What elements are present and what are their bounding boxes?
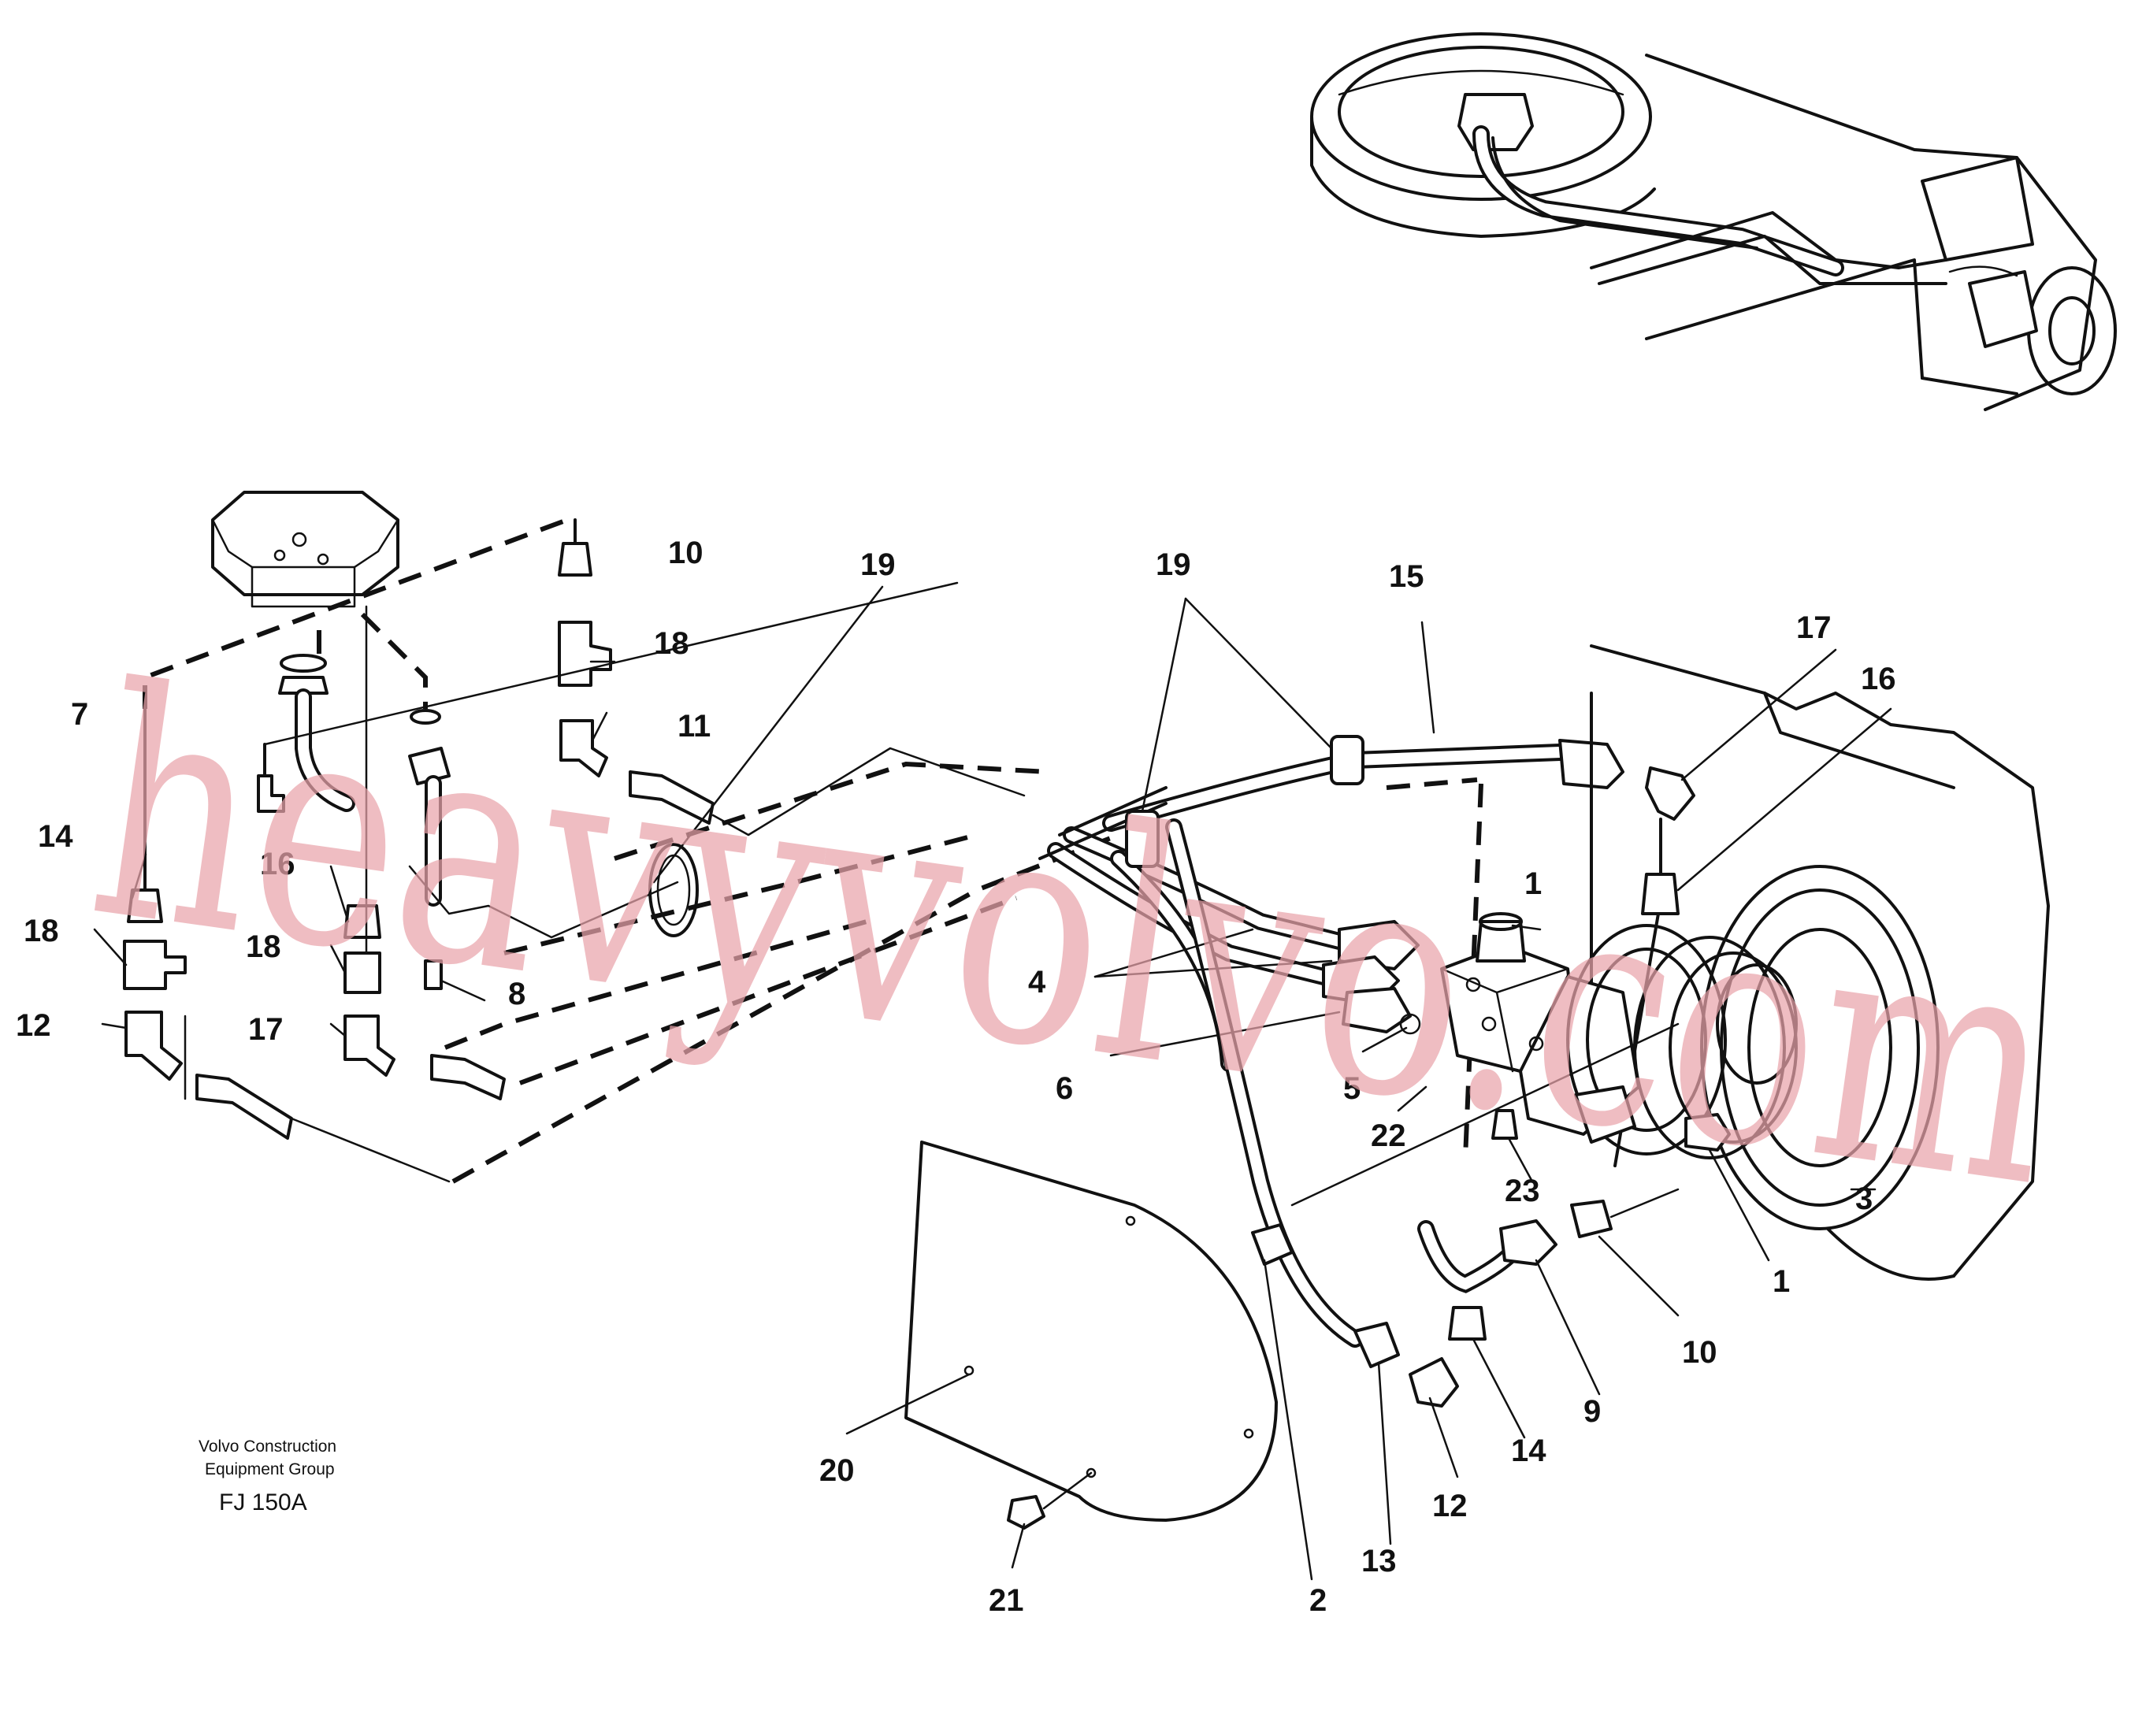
callout-9: 9 [1583,1394,1601,1429]
callout-21: 21 [989,1583,1024,1618]
callout-10-right: 10 [1682,1335,1717,1370]
callout-18-center: 18 [246,929,281,964]
callout-11: 11 [678,709,711,744]
callout-14-bottom: 14 [1511,1434,1546,1468]
callout-12-bottom: 12 [1432,1489,1468,1523]
callout-1-motor: 1 [1524,866,1542,901]
thin-connection-lines [184,605,1026,1183]
caption-code: FJ 150A [219,1489,307,1515]
callout-16-right: 16 [1861,662,1896,696]
callout-20: 20 [819,1453,855,1488]
callout-18-left: 18 [24,914,59,948]
callout-14-left: 14 [38,819,73,854]
callout-19-left: 19 [860,547,896,582]
callout-1-hub: 1 [1773,1264,1790,1299]
caption-company-line2: Equipment Group [205,1460,335,1478]
callout-17-left: 17 [248,1012,284,1047]
left-fittings [123,518,715,1140]
leader-lines [93,581,1892,1581]
callout-23: 23 [1505,1174,1540,1208]
motor-fittings [1251,1022,1680,1408]
callout-18-top: 18 [654,626,689,661]
callout-17-right: 17 [1796,610,1832,645]
callout-12-left: 12 [16,1008,51,1043]
callout-10-top: 10 [668,536,704,570]
callout-labels: 1 1 2 3 4 5 6 7 8 9 10 10 11 12 12 13 14… [16,536,1896,1618]
callout-7: 7 [71,697,88,732]
callout-3: 3 [1855,1181,1873,1216]
tank-assembly [211,491,451,990]
callout-5: 5 [1343,1071,1361,1106]
callout-13: 13 [1361,1544,1397,1578]
callout-4: 4 [1028,965,1046,1000]
caption-block: Volvo Construction Equipment Group FJ 15… [199,1437,336,1515]
cover-plate [904,1141,1278,1530]
callout-15: 15 [1389,559,1424,594]
hydraulic-motor [1440,912,1798,1159]
callout-19-center: 19 [1156,547,1191,582]
inset-overview-illustration [1310,32,2117,411]
callout-8: 8 [508,977,525,1011]
callout-16-left: 16 [260,847,295,881]
callout-22: 22 [1371,1118,1406,1153]
callout-2: 2 [1309,1583,1327,1618]
dashed-connection-lines [143,517,1483,1184]
callout-6: 6 [1056,1071,1073,1106]
hydraulic-hoses [1038,735,1695,1348]
caption-company-line1: Volvo Construction [199,1437,336,1456]
